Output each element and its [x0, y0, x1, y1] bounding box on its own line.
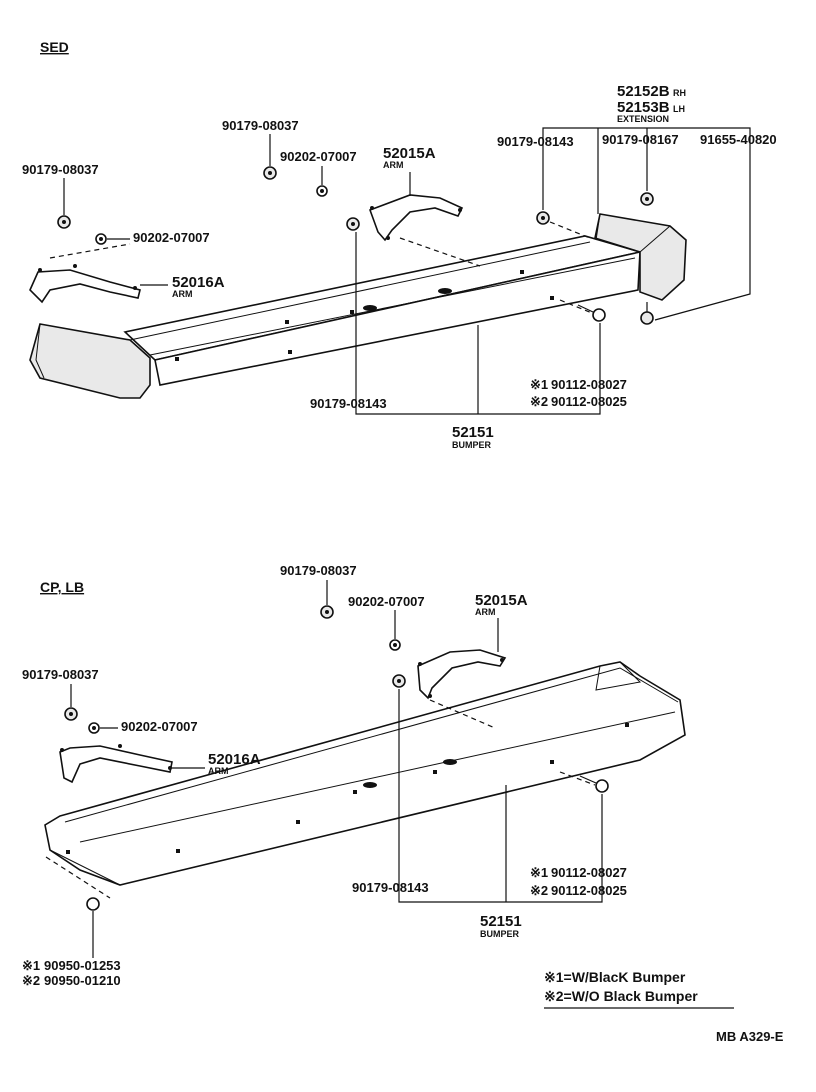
cp-bolt-left-label: 90179-08037	[22, 667, 99, 682]
legend-line-2: ※2=W/O Black Bumper	[544, 988, 698, 1004]
nut-icon	[536, 211, 550, 225]
nut-icon	[392, 674, 406, 688]
sed-screw-ext-label: 91655-40820	[700, 132, 777, 147]
sed-ext-lh-side: LH	[673, 104, 685, 114]
cp-section: CP, LB	[22, 563, 686, 988]
cp-washer-top-label: 90202-07007	[348, 594, 425, 609]
sed-washer-left-label: 90202-07007	[133, 230, 210, 245]
sed-bolt-note1: ※1	[530, 377, 548, 392]
legend: ※1=W/BlacK Bumper ※2=W/O Black Bumper	[544, 969, 734, 1009]
sed-bolt-left-label: 90179-08037	[22, 162, 99, 177]
sed-bumper-label: 52151	[452, 424, 494, 441]
washer-icon	[389, 639, 401, 651]
cp-arm-left-sub: ARM	[208, 766, 229, 776]
legend-line-1: ※1=W/BlacK Bumper	[544, 969, 686, 985]
sed-bolt-mid-label: 90179-08037	[222, 118, 299, 133]
sed-washer-mid-label: 90202-07007	[280, 149, 357, 164]
cp-right-arm	[417, 649, 507, 700]
sed-ext-lh-label: 52153B	[617, 99, 670, 116]
cp-bumper-bar	[44, 661, 686, 886]
nut-icon	[346, 217, 360, 231]
sed-header: SED	[40, 39, 69, 55]
bumper-slot-icon	[438, 288, 452, 294]
sed-ext-sub: EXTENSION	[617, 114, 669, 124]
bumper-slot-icon	[363, 782, 377, 788]
sed-nut-arm-label: 90179-08143	[310, 396, 387, 411]
sed-nut-ext1-label: 90179-08143	[497, 134, 574, 149]
cp-arm-right-label: 52015A	[475, 592, 528, 609]
diagram-code: MB A329-E	[716, 1029, 784, 1044]
cp-plug1-label: 90950-01253	[44, 958, 121, 973]
nut-icon	[64, 707, 78, 721]
cp-bolt-note1: ※1	[530, 865, 548, 880]
sed-ext-rh-side: RH	[673, 88, 686, 98]
sed-arm-right-label: 52015A	[383, 145, 436, 162]
sed-bolt-note2: ※2	[530, 394, 548, 409]
sed-bumper-bar	[123, 235, 641, 386]
nut-icon	[640, 192, 654, 206]
cp-plug2-label: 90950-01210	[44, 973, 121, 988]
cp-bolt-note2: ※2	[530, 883, 548, 898]
washer-icon	[316, 185, 328, 197]
bolt-icon	[579, 775, 609, 793]
cp-bumper-sub: BUMPER	[480, 929, 520, 939]
sed-bolt1-label: 90112-08027	[551, 377, 627, 392]
plug-icon	[86, 897, 100, 911]
cp-plug-note1: ※1	[22, 958, 40, 973]
cp-bolt1-label: 90112-08027	[551, 865, 627, 880]
nut-icon	[57, 215, 71, 229]
nut-icon	[263, 166, 277, 180]
sed-left-arm	[29, 269, 141, 304]
sed-bumper-sub: BUMPER	[452, 440, 492, 450]
cp-plug-note2: ※2	[22, 973, 40, 988]
sed-arm-left-label: 52016A	[172, 274, 225, 291]
bumper-slot-icon	[443, 759, 457, 765]
cp-nut-arm-label: 90179-08143	[352, 880, 429, 895]
sed-right-arm	[368, 194, 464, 242]
cp-arm-left-label: 52016A	[208, 751, 261, 768]
sed-arm-left-sub: ARM	[172, 289, 193, 299]
sed-right-extension	[594, 213, 687, 301]
washer-icon	[88, 722, 100, 734]
cp-bolt-top-label: 90179-08037	[280, 563, 357, 578]
bolt-icon	[577, 304, 606, 322]
cp-bumper-label: 52151	[480, 913, 522, 930]
cp-bolt2-label: 90112-08025	[551, 883, 627, 898]
cp-washer-left-label: 90202-07007	[121, 719, 198, 734]
cp-arm-right-sub: ARM	[475, 607, 496, 617]
sed-arm-right-sub: ARM	[383, 160, 404, 170]
cp-header: CP, LB	[40, 579, 84, 595]
sed-section: SED	[22, 39, 777, 450]
nut-icon	[320, 605, 334, 619]
sed-left-endcap	[29, 323, 151, 399]
bumper-slot-icon	[363, 305, 377, 311]
sed-ext-rh-label: 52152B	[617, 83, 670, 100]
sed-nut-ext2-label: 90179-08167	[602, 132, 679, 147]
sed-bolt2-label: 90112-08025	[551, 394, 627, 409]
screw-icon	[640, 302, 654, 325]
washer-icon	[95, 233, 107, 245]
cp-left-arm	[59, 745, 173, 784]
